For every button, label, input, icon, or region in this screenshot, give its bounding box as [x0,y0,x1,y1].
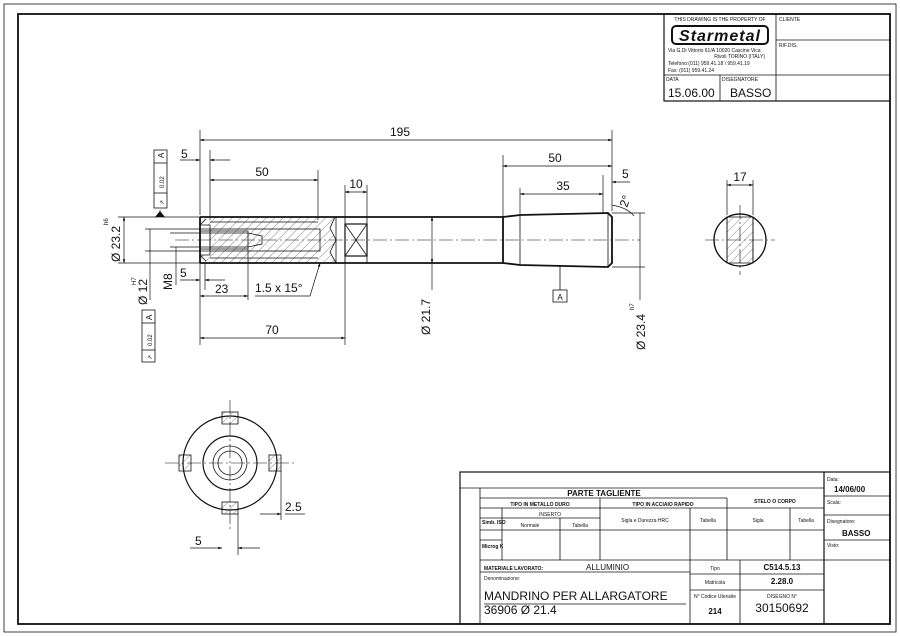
tb-disegno-label: DISEGNO N° [767,594,797,600]
inner-border [17,13,891,625]
dim-diameter-h6: Ø 23.2 [109,226,123,262]
dim-slot-width: 2.5 [285,500,302,514]
runout-bottom-symbol: ↗ [148,355,154,360]
tb-normale: Normale [521,523,540,529]
tb-tipo-acciaio-rapido: TIPO IN ACCIAIO RAPIDO [632,502,693,508]
tb-tabella-2: Tabella [700,518,716,524]
tb-codice-value: 214 [708,607,722,616]
dim-bore-depth: 23 [215,282,229,296]
tb-scala-label: Scala: [827,500,841,506]
dim-slot-offset: 5 [195,534,202,548]
dim-thread-offset: 5 [180,266,187,280]
tb-data-value: 14/06/00 [834,485,866,494]
dim-body-diameter: Ø 21.7 [419,299,433,335]
dim-length-70: 70 [265,323,279,337]
runout-top-value: 0.02 [160,176,166,188]
dim-flat-width: 10 [349,177,363,191]
dimension-lines: 195 5 50 10 50 5 35 2° Ø 23.2 [104,125,648,363]
outer-border [3,3,897,633]
section-hatch [726,216,754,264]
title-block: Data: 14/06/00 Scala: Disegnatore: BASSO… [459,471,891,625]
bore-section-hatch [199,216,337,264]
header-data-label: DATA [666,77,679,83]
shaft-side-view: A [175,212,640,303]
dim-right-offset: 5 [622,167,629,181]
header-disegnatore-label: DISEGNATORE [722,77,759,83]
slot-left [178,454,192,472]
dim-thread: M8 [161,273,175,290]
header-block: THIS DRAWING IS THE PROPERTY OF Starmeta… [663,13,891,102]
rif-label: RIF.DIS. [779,43,798,49]
dim-diameter-h7-tol: H7 [132,277,138,285]
end-view: 2.5 5 [165,400,305,555]
dim-diameter-h7: Ø 12 [136,279,150,305]
tb-tipo-label: Tipo [710,566,720,572]
tb-disegnatore-value: BASSO [842,529,870,538]
address-line2: Rivoli TORINO (ITALY) [714,54,765,60]
company-logo-frame [671,25,769,45]
runout-top-datum: A [157,152,166,158]
fax: Fax: (011) 959.41.24 [668,68,714,74]
tb-denominazione-line1: MANDRINO PER ALLARGATORE [484,589,668,603]
dim-taper-angle: 2° [617,193,634,209]
tb-matricola-label: Matricola [705,580,726,586]
tb-simb-iso: Simb. ISO [482,520,506,526]
runout-frame-top [153,149,168,209]
tb-tabella-1: Tabella [572,523,588,529]
header-data-value: 15.06.00 [668,86,715,100]
tb-sigla: Sigla [752,518,763,524]
slot-top [221,411,239,425]
tb-matricola-value: 2.28.0 [771,577,794,586]
tb-inserto: INSERTO [539,512,561,518]
dim-diameter-h6-tol: h6 [104,218,110,225]
dim-overall-length: 195 [390,125,410,139]
dim-shank-diameter: Ø 23.4 [634,314,648,350]
tb-materiale-value: ALLUMINIO [586,563,629,572]
slot-right [268,454,282,472]
runout-frame-bottom [141,309,156,363]
tb-disegno-value: 30150692 [755,601,809,615]
tb-stelo-corpo: STELO O CORPO [754,499,796,505]
dim-right-section: 50 [548,151,562,165]
tb-tipo-metallo-duro: TIPO IN METALLO DURO [510,502,569,508]
tb-denominazione-label: Denominazione: [484,576,520,582]
datum-a-label: A [557,293,563,302]
taper-shank [502,212,613,268]
inner-bore [209,228,321,252]
datum-a-box [552,289,568,303]
address-line1: Via G.Di Vittorio 61/A 10020 Cascine Vic… [668,48,761,54]
company-logo: Starmetal [679,28,761,45]
runout-top-symbol: ↗ [160,200,166,205]
dim-chamfer: 1.5 x 15° [255,281,303,295]
property-notice: THIS DRAWING IS THE PROPERTY OF [674,17,765,23]
tb-microg: Microg K [482,544,504,550]
tb-visto-label: Visto: [827,543,839,549]
tb-codice-label: N° Codice Utensile [694,594,736,600]
dim-shank-diameter-tol: h7 [630,303,636,310]
slot-bottom [221,501,239,515]
tb-disegnatore-label: Disegnatore: [827,519,855,525]
header-disegnatore-value: BASSO [730,86,771,100]
tb-sigla-durezza: Sigla e Durezza HRC [621,518,669,524]
tb-materiale-label: MATERIALE LAVORATO: [484,566,543,572]
cliente-label: CLIENTE [779,17,801,23]
phone: Telefono:(011) 959.41.18 \ 959.41.19 [668,61,750,67]
tb-parte-tagliente: PARTE TAGLIENTE [567,489,641,498]
tb-tabella-3: Tabella [798,518,814,524]
dim-left-bore-length: 50 [255,165,269,179]
runout-bottom-datum: A [145,314,154,320]
runout-bottom-value: 0.02 [148,334,154,346]
cross-section-view: 17 [705,170,775,275]
dim-left-offset: 5 [181,147,188,161]
tb-data-label: Data: [827,477,839,483]
tb-denominazione-line2: 36906 Ø 21.4 [484,603,557,617]
dim-taper-length: 35 [556,179,570,193]
tb-tipo-value: C514.5.13 [764,563,801,572]
dim-section-width: 17 [733,170,747,184]
